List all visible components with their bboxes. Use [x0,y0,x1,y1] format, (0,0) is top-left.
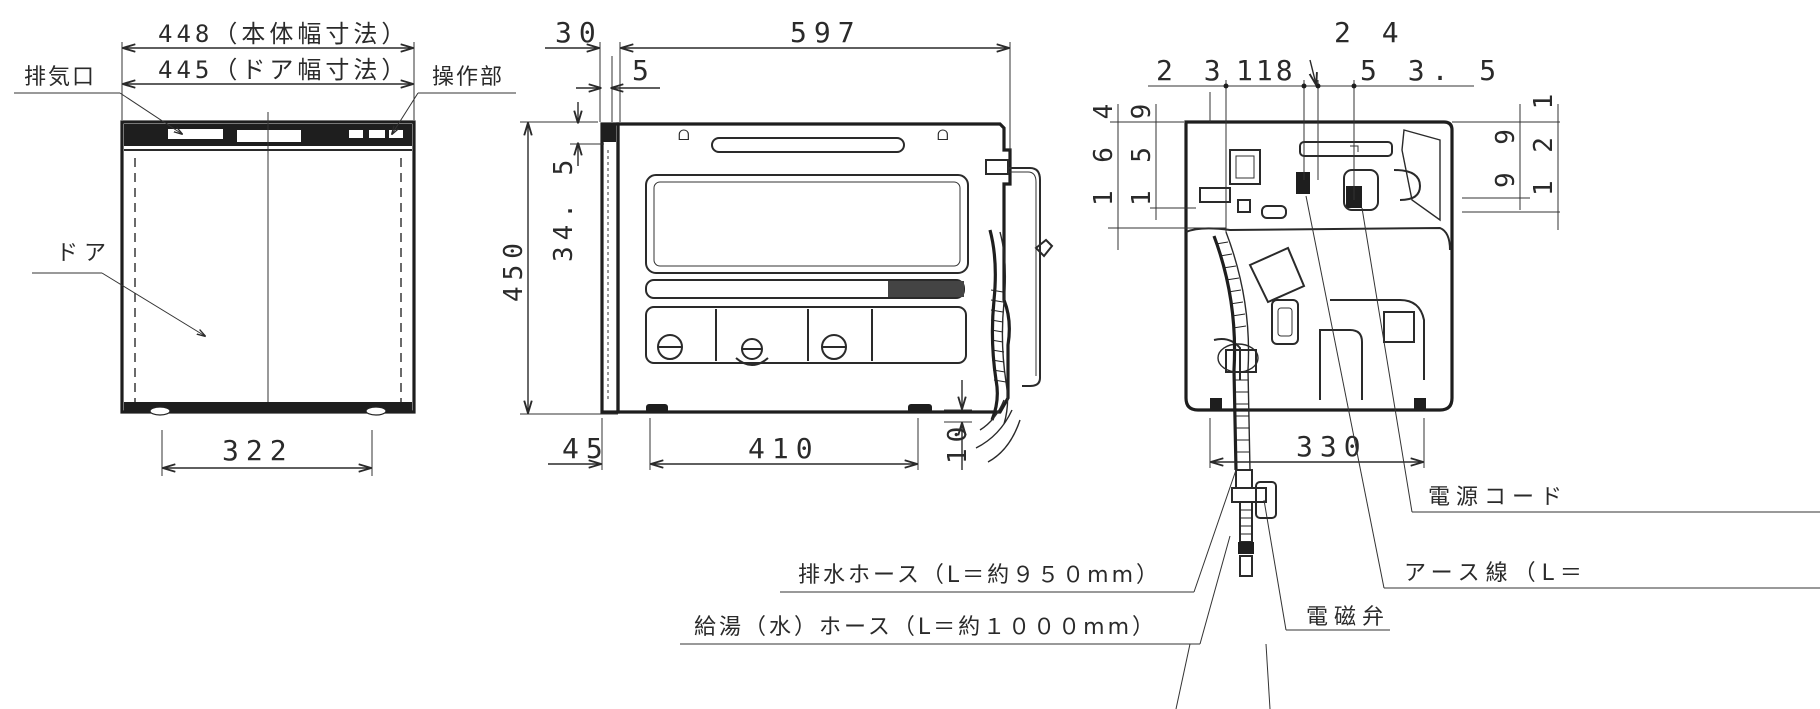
front-body-width: 448（本体幅寸法） [158,20,409,48]
side-view: ᗝ ᗝ [499,16,1054,470]
front-door-width: 445（ドア幅寸法） [158,56,409,84]
rear-dim-99: 9 9 [1491,123,1521,188]
drain-hose-label: 排水ホース（L＝約９５０mm） [798,563,1161,588]
side-height: 450 [499,237,529,302]
rear-dim-164: 1 6 4 [1089,98,1119,206]
supply-hose-label: 給湯（水）ホース（L＝約１０００mm） [694,615,1157,640]
power-cord-label: 電源コード [1428,485,1568,510]
side-bottom-45: 45 [562,432,610,465]
front-view: 448（本体幅寸法） 445（ドア幅寸法） 322 排気口 操作部 ドア [14,20,516,476]
solenoid-valve-label: 電磁弁 [1306,605,1390,630]
rear-dim-330: 330 [1296,430,1368,463]
svg-text:ᗝ: ᗝ [937,128,951,144]
side-bottom-10: 10 [943,421,973,464]
earth-wire-label: アース線（L＝ [1404,561,1588,586]
front-bottom-width: 322 [222,434,294,467]
rear-dim-121: 1 2 1 [1529,88,1559,196]
hose-callouts: 排水ホース（L＝約９５０mm） 給湯（水）ホース（L＝約１０００mm） [680,469,1271,709]
side-height-345: 34. 5 [549,154,579,262]
side-offset-5: 5 [632,54,656,87]
exhaust-label: 排気口 [24,65,96,90]
rear-dim-23: 2 3 [1156,54,1228,87]
control-label: 操作部 [432,65,504,90]
side-depth: 597 [790,16,862,49]
rear-view: 2 4 2 3 118 5 3. 5 1 6 4 1 5 9 9 9 1 2 1… [1089,16,1820,631]
rear-dim-118: 118 [1236,54,1296,87]
rear-dim-24: 2 4 [1334,16,1406,49]
rear-dim-159: 1 5 9 [1127,98,1157,206]
svg-text:ᗝ: ᗝ [678,128,692,144]
side-bottom-410: 410 [748,432,820,465]
door-label: ドア [56,241,112,266]
side-top-gap: 30 [555,16,603,49]
rear-dim-53: 5 3. 5 [1360,54,1503,87]
